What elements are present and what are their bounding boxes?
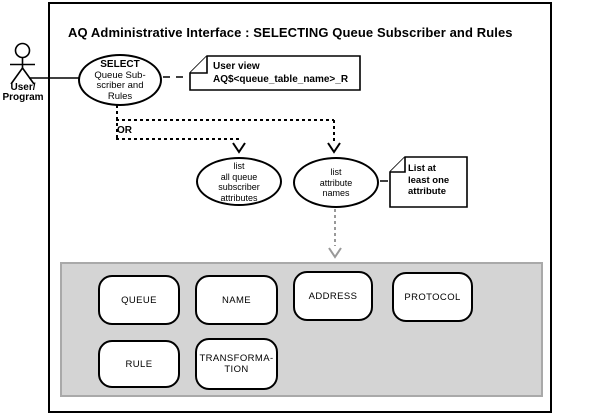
note-user-view-text: User view AQ$<queue_table_name>_R — [213, 60, 348, 86]
attr-box-protocol: PROTOCOL — [392, 272, 473, 322]
note-attribute-shape — [389, 156, 468, 208]
list-all-line3: subscriber — [218, 182, 260, 192]
arrow-to-list-all-icon — [232, 142, 246, 154]
actor-label-line2: Program — [2, 92, 44, 103]
list-all-line4: attributes — [220, 192, 258, 203]
select-usecase-line3: scriber and — [96, 80, 144, 91]
list-attr-line2: attribute — [319, 177, 353, 188]
actor-label: User/ Program — [0, 83, 46, 103]
attr-box-protocol-label: PROTOCOL — [404, 291, 461, 303]
note-user-view-line2: AQ$<queue_table_name>_R — [213, 74, 349, 85]
attr-box-address: ADDRESS — [293, 271, 373, 321]
attr-box-name: NAME — [195, 275, 278, 325]
list-all-line1: list — [233, 161, 245, 171]
attr-box-transformation-line2: TION — [224, 364, 249, 375]
outer-border-box — [48, 2, 552, 413]
note-attribute-line1: List at — [408, 163, 436, 174]
muted-arrow-icon — [328, 247, 342, 259]
note-attribute-line3: attribute — [408, 186, 446, 197]
attr-box-transformation: TRANSFORMA- TION — [195, 338, 278, 390]
list-all-line2: all queue — [220, 171, 258, 182]
note-attribute-text: List at least one attribute — [408, 163, 449, 198]
attr-box-queue-label: QUEUE — [121, 294, 157, 306]
list-all-usecase-ellipse: list all queue subscriber attributes — [196, 157, 282, 206]
list-attr-line1: list — [330, 167, 342, 177]
select-usecase-line2: Queue Sub- — [94, 69, 146, 81]
attr-box-name-label: NAME — [221, 294, 252, 306]
actor-label-line1: User/ — [10, 82, 36, 93]
attr-box-address-label: ADDRESS — [308, 290, 358, 302]
select-usecase-line1: SELECT — [100, 59, 140, 70]
note-attribute-line2: least one — [408, 174, 450, 186]
or-label: OR — [117, 125, 132, 136]
note-user-view-shape — [189, 55, 361, 91]
note-user-view-line1: User view — [213, 61, 260, 72]
diagram-title: AQ Administrative Interface : SELECTING … — [68, 25, 513, 40]
select-usecase-ellipse: SELECT Queue Sub- scriber and Rules — [78, 54, 162, 106]
attr-box-rule: RULE — [98, 340, 180, 388]
select-usecase-line4: Rules — [107, 90, 133, 102]
attr-box-queue: QUEUE — [98, 275, 180, 325]
user-program-actor-icon — [10, 42, 35, 85]
list-attr-usecase-ellipse: list attribute names — [293, 157, 379, 208]
arrow-to-list-attr-icon — [327, 142, 341, 154]
attr-box-rule-label: RULE — [125, 358, 153, 370]
list-attr-line3: names — [322, 188, 350, 198]
or-branch-dashed-lines — [116, 105, 335, 141]
attr-box-transformation-line1: TRANSFORMA- — [199, 353, 274, 364]
